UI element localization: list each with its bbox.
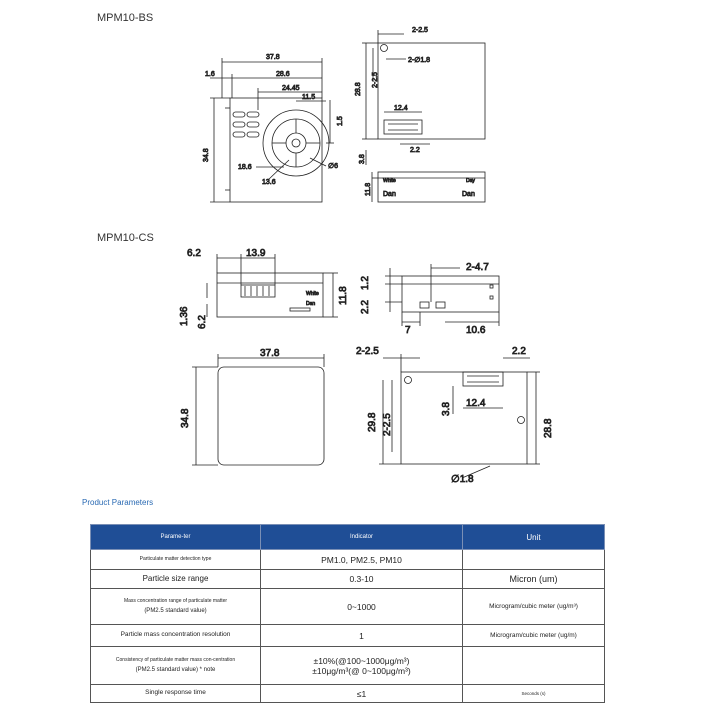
row-indicator: ≤1 bbox=[260, 684, 463, 703]
cs-front-view bbox=[192, 354, 325, 466]
cs-dim-29-8: 29.8 bbox=[367, 412, 378, 432]
row-unit: Seconds (s) bbox=[462, 684, 605, 703]
bs-dim-2-phi1-8: 2-∅1.8 bbox=[408, 57, 430, 64]
row-unit bbox=[462, 549, 605, 570]
row-param-cell: Consistency of particulate matter mass c… bbox=[90, 646, 261, 685]
bs-dim-28-8: 28.8 bbox=[355, 82, 362, 96]
table-row: Single response time ≤1 Seconds (s) bbox=[90, 684, 605, 703]
cs-dim-12-4: 12.4 bbox=[466, 398, 486, 409]
cs-dim-6-2-v: 6.2 bbox=[197, 315, 208, 329]
bs-label-dan-2: Dan bbox=[462, 191, 475, 198]
cs-dim-1-2: 1.2 bbox=[360, 276, 371, 290]
header-indicator: Indicator bbox=[260, 524, 463, 550]
row-param: Particle size range bbox=[90, 569, 261, 589]
cs-dim-37-8: 37.8 bbox=[260, 348, 280, 359]
row-indicator: ±10%(@100~1000μg/m³) bbox=[313, 655, 410, 666]
table-row: Mass concentration range of particulate … bbox=[90, 588, 605, 625]
mpm10-cs-title: MPM10-CS bbox=[97, 232, 154, 244]
section-title: Product Parameters bbox=[82, 498, 154, 507]
row-unit: Microgram/cubic meter (ug/m) bbox=[462, 624, 605, 647]
bs-dim-13-6: 13.6 bbox=[262, 179, 276, 186]
bs-label-dan: Dan bbox=[383, 191, 396, 198]
bs-front-view bbox=[210, 58, 334, 203]
row-indicator: PM1.0, PM2.5, PM10 bbox=[260, 549, 463, 570]
cs-back-view bbox=[379, 354, 540, 479]
cs-dim-2-2: 2.2 bbox=[360, 300, 371, 314]
cs-side-view-left bbox=[206, 254, 338, 318]
bs-dim-11-5: 11.5 bbox=[302, 94, 315, 101]
row-indicator: 0~1000 bbox=[260, 588, 463, 625]
cs-dim-3-8: 3.8 bbox=[441, 402, 452, 416]
row-param-sub: (PM2.5 standard value) bbox=[144, 607, 207, 614]
row-indicator: 1 bbox=[260, 624, 463, 647]
table-row: Particulate matter detection type PM1.0,… bbox=[90, 549, 605, 570]
bs-dim-2-2-5-v: 2-2.5 bbox=[372, 72, 379, 88]
table-row: Particle mass concentration resolution 1… bbox=[90, 624, 605, 647]
cs-dim-34-8: 34.8 bbox=[180, 408, 191, 428]
row-param: Particulate matter detection type bbox=[90, 549, 261, 570]
cs-dim-2-2-5: 2-2.5 bbox=[356, 346, 379, 357]
cs-dim-phi1-8: ∅1.8 bbox=[451, 474, 474, 485]
cs-dim-7: 7 bbox=[405, 325, 411, 336]
cs-dim-6-2: 6.2 bbox=[187, 248, 201, 259]
cs-label-white: White bbox=[306, 291, 319, 297]
cs-dim-2-4-7: 2-4.7 bbox=[466, 262, 489, 273]
mpm10-bs-title: MPM10-BS bbox=[97, 12, 154, 24]
header-parameter: Parame-ter bbox=[90, 524, 261, 550]
bs-back-view bbox=[362, 30, 486, 165]
bs-dim-2-2-5: 2-2.5 bbox=[412, 27, 428, 34]
row-unit bbox=[462, 646, 605, 685]
row-param: Single response time bbox=[90, 684, 261, 703]
cs-side-view-right bbox=[385, 264, 500, 326]
cs-dim-1-36: 1.36 bbox=[179, 306, 190, 326]
table-header-row: Parame-ter Indicator Unit bbox=[90, 524, 605, 550]
bs-side-view bbox=[371, 171, 486, 203]
parameters-table: Parame-ter Indicator Unit Particulate ma… bbox=[90, 524, 605, 703]
row-param: Mass concentration range of particulate … bbox=[123, 598, 228, 605]
bs-dim-11-8: 11.8 bbox=[365, 183, 372, 196]
cs-dim-2-2-5-v: 2-2.5 bbox=[382, 413, 393, 436]
technical-drawings: 37.8 28.6 24.45 11.5 1.6 34.8 18.6 13.6 … bbox=[179, 27, 555, 486]
bs-dim-24-45: 24.45 bbox=[282, 85, 300, 92]
bs-dim-12-4: 12.4 bbox=[394, 105, 408, 112]
cs-dim-2-2b: 2.2 bbox=[512, 346, 526, 357]
cs-dim-13-9: 13.9 bbox=[246, 248, 266, 259]
cs-dim-28-8: 28.8 bbox=[543, 418, 554, 438]
row-param-cell: Mass concentration range of particulate … bbox=[90, 588, 261, 625]
bs-dim-phi6: ∅6 bbox=[328, 163, 338, 170]
cs-dim-10-6: 10.6 bbox=[466, 325, 486, 336]
header-unit: Unit bbox=[462, 524, 605, 550]
bs-dim-1-6: 1.6 bbox=[205, 71, 215, 78]
row-param: Consistency of particulate matter mass c… bbox=[115, 657, 236, 664]
bs-dim-1-5: 1.5 bbox=[337, 116, 344, 126]
cs-label-dan: Dan bbox=[306, 301, 315, 307]
row-unit: Microgram/cubic meter (ug/m³) bbox=[462, 588, 605, 625]
cs-dim-11-8: 11.8 bbox=[338, 286, 349, 305]
table-row: Consistency of particulate matter mass c… bbox=[90, 646, 605, 685]
table-row: Particle size range 0.3-10 Micron (um) bbox=[90, 569, 605, 589]
bs-dim-3-8: 3.8 bbox=[359, 154, 366, 164]
row-indicator-cell: ±10%(@100~1000μg/m³) ±10μg/m³(@ 0~100μg/… bbox=[260, 646, 463, 685]
bs-dim-28-6: 28.6 bbox=[276, 71, 290, 78]
row-param-sub: (PM2.5 standard value) * note bbox=[135, 666, 216, 673]
row-unit: Micron (um) bbox=[462, 569, 605, 589]
row-indicator: 0.3-10 bbox=[260, 569, 463, 589]
bs-dim-34-8: 34.8 bbox=[203, 148, 210, 162]
bs-dim-37-8: 37.8 bbox=[266, 54, 280, 61]
bs-dim-2-2: 2.2 bbox=[410, 147, 420, 154]
bs-label-day: Day bbox=[466, 178, 475, 184]
row-indicator-2: ±10μg/m³(@ 0~100μg/m³) bbox=[312, 665, 411, 676]
row-param: Particle mass concentration resolution bbox=[90, 624, 261, 647]
bs-dim-18-6: 18.6 bbox=[238, 164, 252, 171]
bs-label-white: White bbox=[383, 178, 396, 184]
